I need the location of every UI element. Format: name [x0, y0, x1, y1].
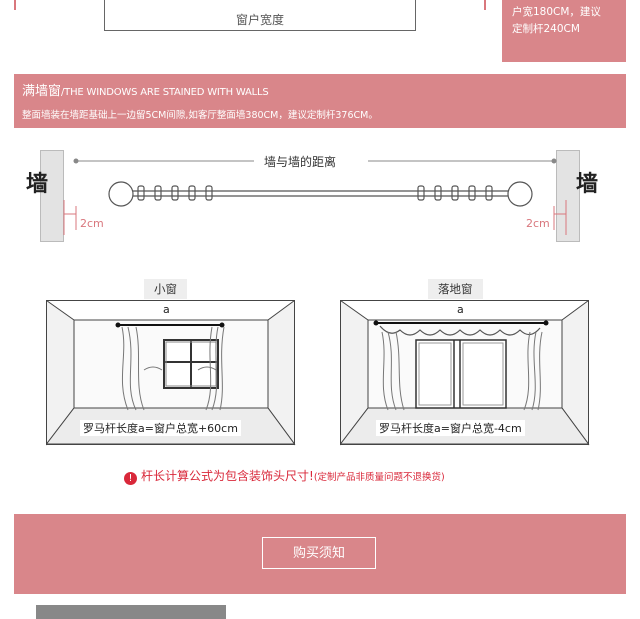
warning-note: (定制产品非质量问题不退换货): [313, 472, 445, 483]
section-description: 整面墙装在墙距基础上一边留5CM间隙,如客厅整面墙380CM，建议定制杆376C…: [22, 110, 378, 121]
right-wall: [556, 150, 580, 242]
right-wall-label: 墙: [576, 172, 599, 197]
left-gap-label: 2cm: [80, 217, 104, 230]
window-width-caption: 窗户宽度: [235, 13, 284, 27]
section-title-en: /THE WINDOWS ARE STAINED WITH WALLS: [61, 87, 269, 98]
warning-main-text: 杆长计算公式为包含装饰头尺寸!: [141, 469, 314, 483]
section-title-cn: 满墙窗: [22, 84, 62, 99]
top-window-outline: 窗户宽度: [104, 0, 416, 31]
warning-line: ! 杆长计算公式为包含装饰头尺寸!(定制产品非质量问题不退换货): [124, 467, 445, 485]
top-note-line: 定制杆240CM: [512, 23, 580, 35]
rod-diagram: [63, 158, 567, 235]
floor-window-a-label: a: [457, 303, 464, 316]
small-window-formula: 罗马杆长度a=窗户总宽+60cm: [80, 420, 241, 436]
purchase-notice-button[interactable]: 购买须知: [262, 537, 376, 569]
section-banner: 满墙窗/THE WINDOWS ARE STAINED WITH WALLS 整…: [14, 74, 626, 128]
warning-icon: !: [124, 472, 137, 485]
small-window-a-label: a: [163, 303, 170, 316]
right-gap-label: 2cm: [526, 217, 550, 230]
top-marker-right: [484, 0, 486, 10]
small-window-caption: 小窗: [144, 279, 187, 299]
floor-window-formula: 罗马杆长度a=窗户总宽-4cm: [376, 420, 525, 436]
top-note-box: 户宽180CM，建议 定制杆240CM: [502, 0, 626, 62]
top-marker-left: [14, 0, 16, 10]
floor-window-caption: 落地窗: [428, 279, 483, 299]
top-note-line: 户宽180CM，建议: [512, 6, 601, 18]
left-wall-label: 墙: [26, 172, 49, 197]
section-title: 满墙窗/THE WINDOWS ARE STAINED WITH WALLS: [22, 80, 269, 99]
wall-distance-label: 墙与墙的距离: [264, 155, 337, 169]
section-divider-bar: [36, 605, 226, 619]
purchase-notice-banner: [14, 514, 626, 594]
left-wall: [40, 150, 64, 242]
